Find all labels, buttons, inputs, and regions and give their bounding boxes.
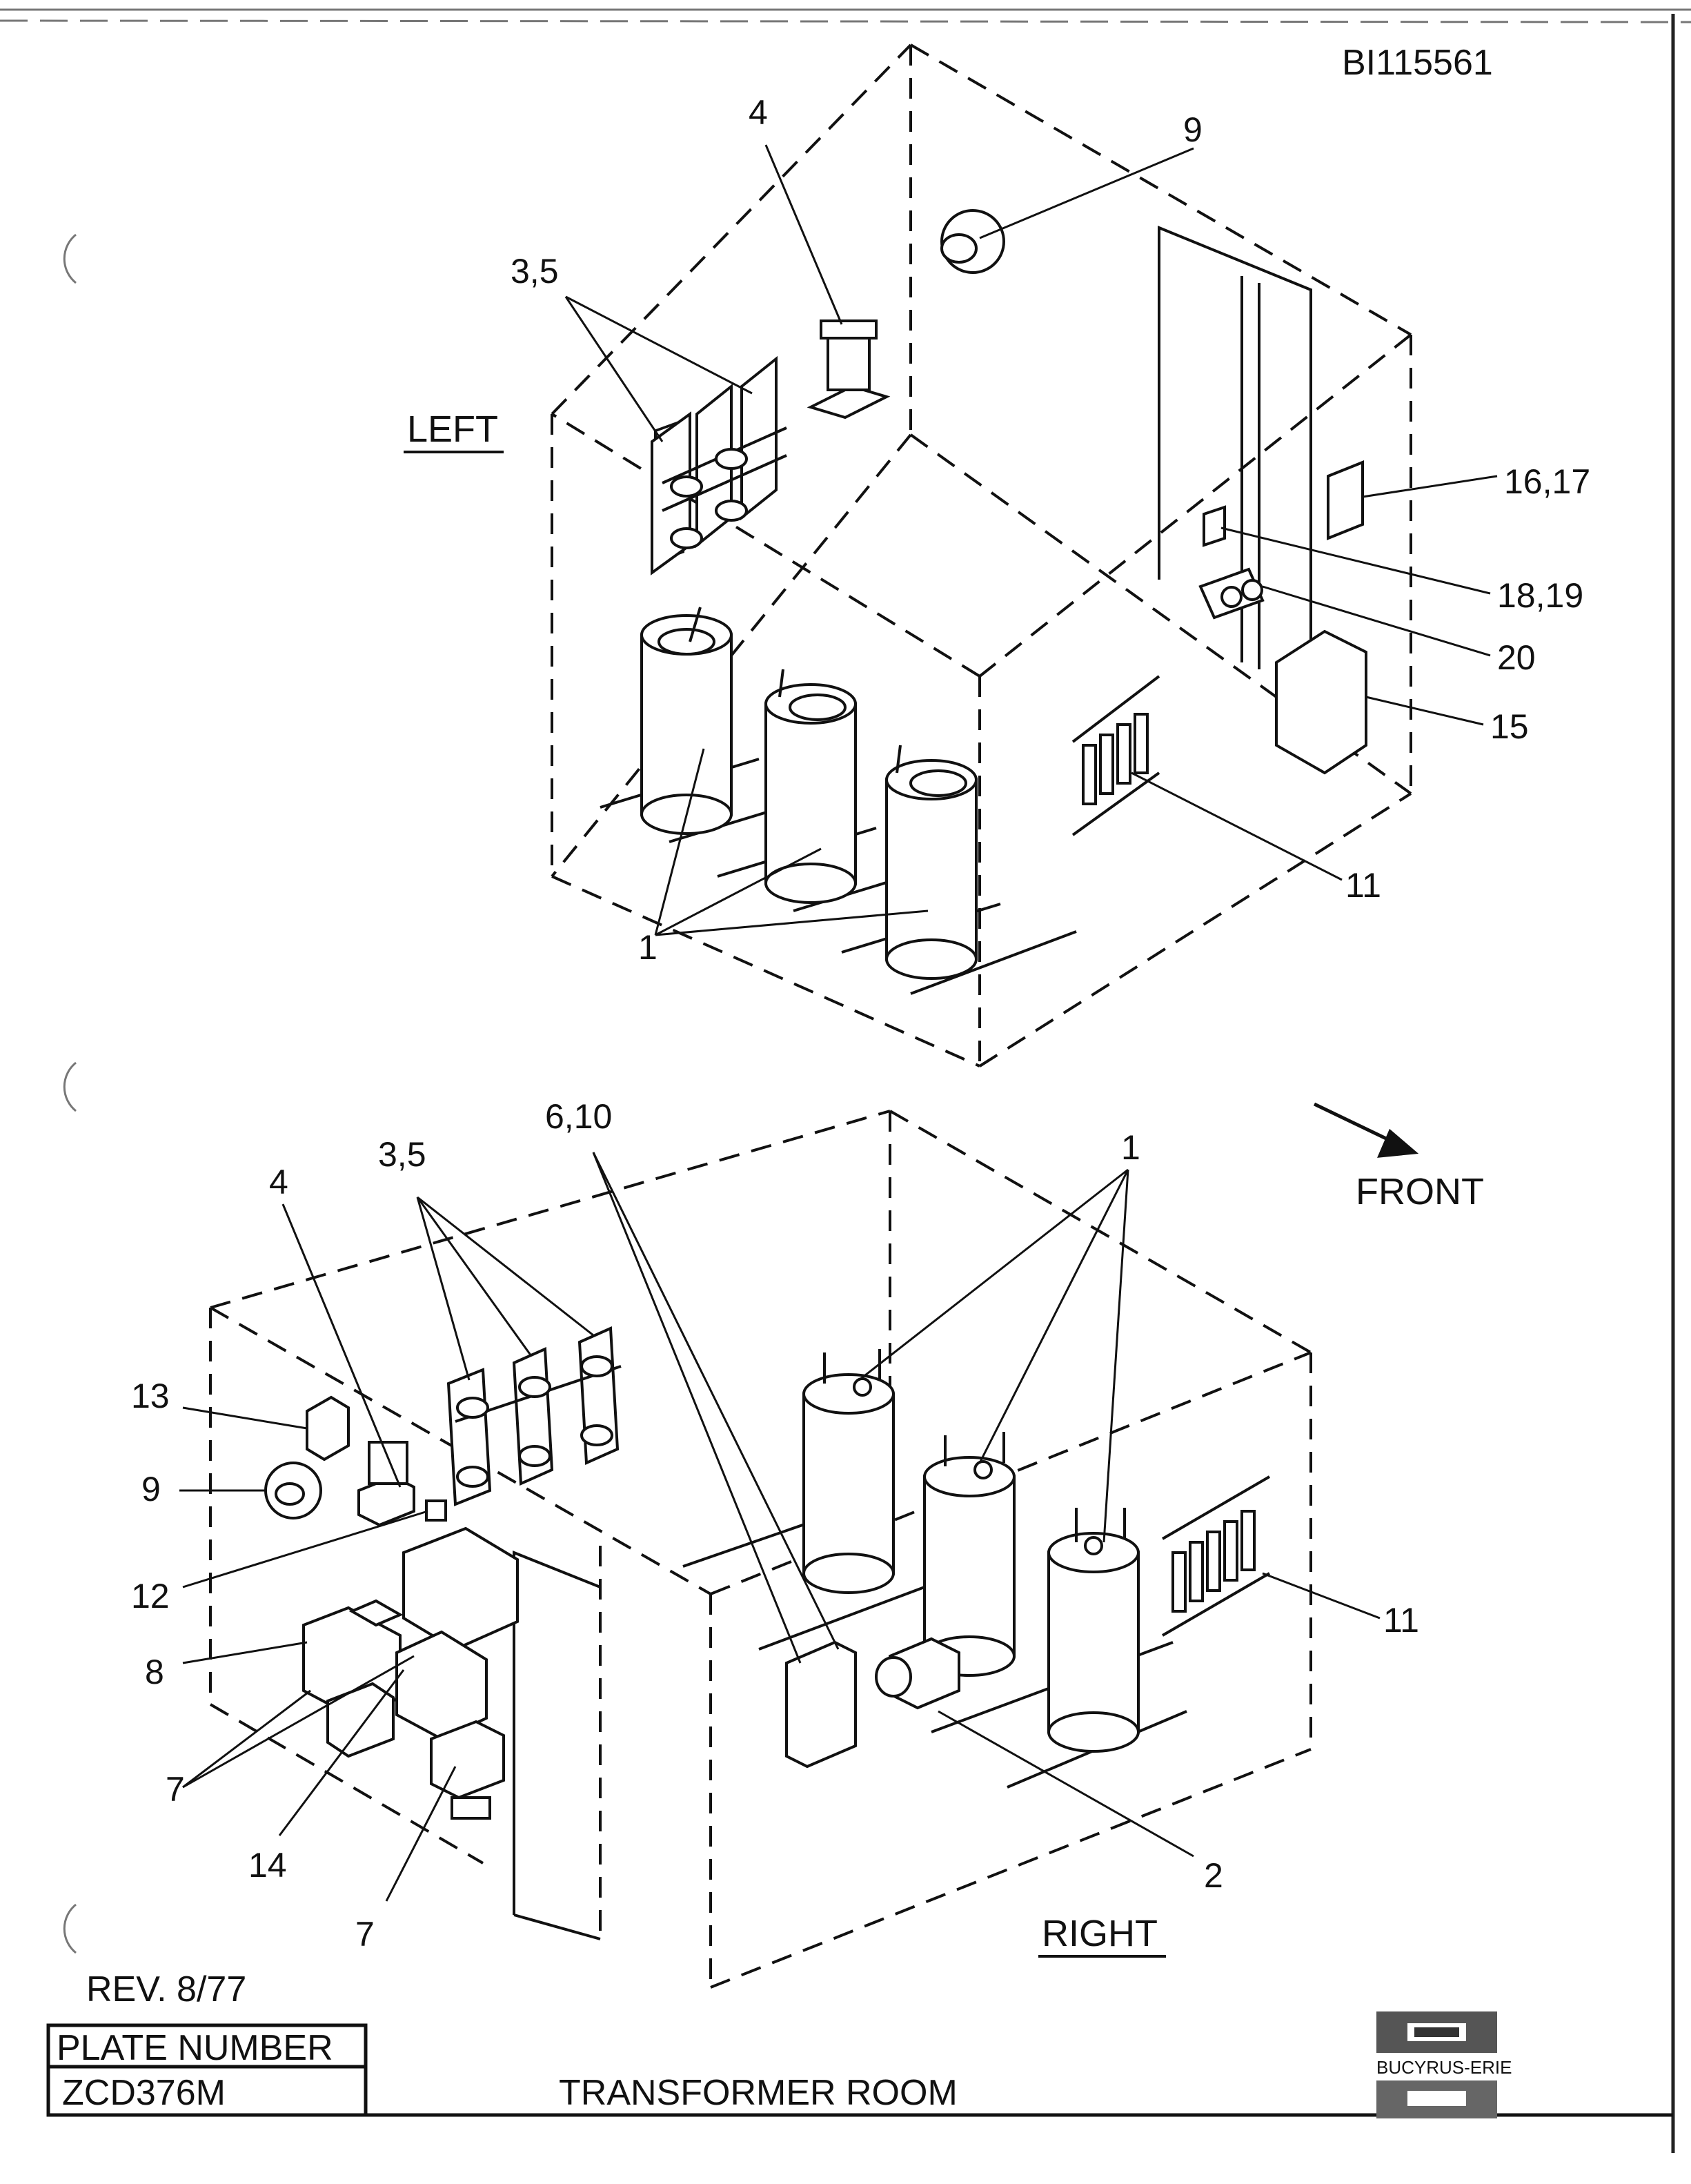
bottom-small-components <box>264 1395 447 1527</box>
top-callout-18-19: 18,19 <box>1497 576 1583 615</box>
bottom-callout-9: 9 <box>141 1470 161 1508</box>
bottom-item-11-capacitors <box>1161 1475 1271 1637</box>
top-callout-4: 4 <box>749 93 768 132</box>
bottom-callout-14: 14 <box>248 1846 287 1885</box>
top-leader-lines <box>564 144 1498 936</box>
top-switch-assemblies <box>651 355 787 575</box>
bottom-callout-3-5: 3,5 <box>378 1135 426 1174</box>
top-item-9-fan <box>940 209 1005 274</box>
bottom-control-transformers <box>302 1526 519 1820</box>
company-logo: BUCYRUS-ERIE <box>1376 2011 1512 2118</box>
company-name: BUCYRUS-ERIE <box>1376 2057 1512 2078</box>
bottom-callout-2: 2 <box>1204 1856 1223 1895</box>
top-callout-3-5: 3,5 <box>511 252 559 291</box>
top-item-11-capacitors <box>1071 675 1160 836</box>
bottom-view-room <box>209 1110 1312 1989</box>
plate-number-value: ZCD376M <box>62 2073 226 2113</box>
top-callout-15: 15 <box>1490 707 1529 746</box>
bottom-leader-lines <box>179 1152 1381 1902</box>
revision-note: REV. 8/77 <box>86 1969 246 2009</box>
top-callout-11: 11 <box>1345 866 1381 905</box>
top-control-boxes <box>1198 460 1367 775</box>
bottom-callout-12: 12 <box>131 1577 170 1615</box>
drawing-title: TRANSFORMER ROOM <box>559 2073 958 2113</box>
scan-edge-lines <box>0 8 1691 2153</box>
bottom-view-doorway <box>513 1551 601 1940</box>
front-direction-arrow <box>1313 1102 1419 1158</box>
bottom-callout-11: 11 <box>1383 1601 1419 1640</box>
bottom-callout-6-10: 6,10 <box>545 1097 612 1136</box>
document-id: BI115561 <box>1342 43 1493 83</box>
bottom-callout-7-bottom: 7 <box>355 1915 375 1954</box>
bottom-callout-7-left: 7 <box>166 1770 185 1809</box>
top-transformer-tanks <box>600 607 1077 995</box>
top-view-title: LEFT <box>407 409 498 450</box>
plate-number-box <box>46 2023 368 2117</box>
bottom-callout-4: 4 <box>269 1163 288 1201</box>
top-callout-9: 9 <box>1183 110 1203 149</box>
top-item-4-reactor <box>807 319 891 420</box>
bottom-view-title: RIGHT <box>1042 1913 1158 1954</box>
top-callout-20: 20 <box>1497 638 1536 677</box>
top-view-room <box>551 43 1412 1068</box>
bottom-transformer-tanks <box>682 1349 1187 1789</box>
bottom-items-6-10-and-2 <box>785 1637 960 1769</box>
top-callout-1: 1 <box>638 928 657 967</box>
bottom-callout-1: 1 <box>1121 1128 1140 1167</box>
bottom-callout-8: 8 <box>145 1653 164 1691</box>
top-callout-16-17: 16,17 <box>1504 462 1590 501</box>
front-label: FRONT <box>1356 1171 1484 1212</box>
plate-number-label: PLATE NUMBER <box>57 2028 333 2068</box>
bottom-switch-assemblies <box>446 1326 622 1506</box>
bottom-callout-13: 13 <box>131 1377 170 1415</box>
binder-hole-marks <box>63 233 77 1954</box>
